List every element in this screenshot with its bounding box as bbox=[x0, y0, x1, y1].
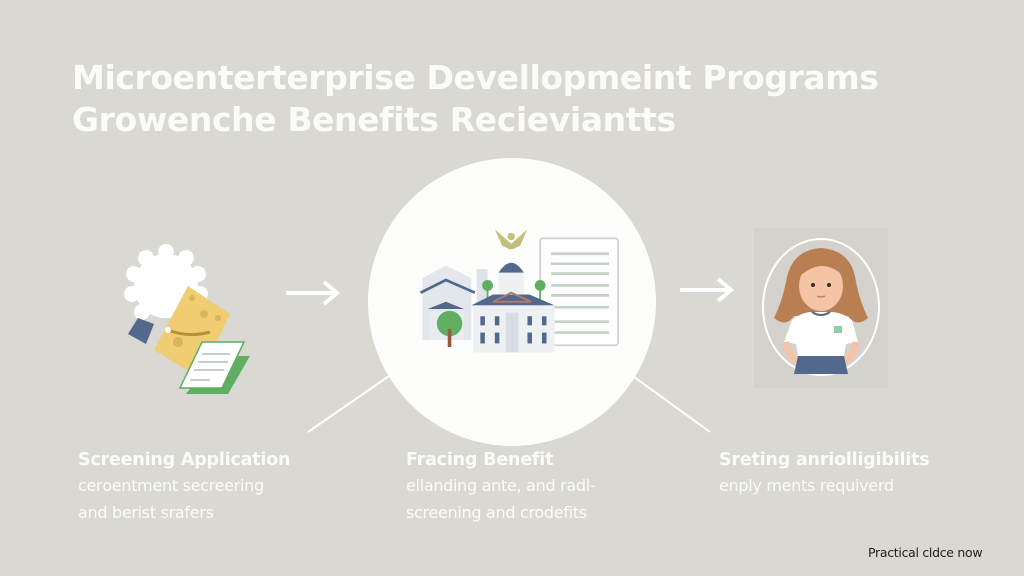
step-fracing-benefit: Fracing Benefit ellanding ante, and radl… bbox=[406, 448, 596, 526]
step-title: Sreting anriolligibilits bbox=[719, 450, 930, 470]
step-desc-line-2: and berist srafers bbox=[78, 503, 214, 522]
title-line-1: Microenterterprise Devellopmeint Program… bbox=[72, 58, 879, 97]
step-eligibility: Sreting anriolligibilits enply ments req… bbox=[719, 448, 930, 499]
page-title: Microenterterprise Devellopmeint Program… bbox=[72, 57, 992, 141]
step-desc-line-1: cerоentment secreering bbox=[78, 476, 264, 495]
certificate-document-icon bbox=[124, 244, 250, 394]
step-desc-line-1: enply ments requiverd bbox=[719, 476, 894, 495]
footer-note: Practical cldce now bbox=[868, 545, 983, 560]
step-title: Screening Application bbox=[78, 450, 291, 470]
government-building-icon bbox=[419, 229, 619, 353]
arrow-right-icon bbox=[680, 277, 735, 303]
recipient-portrait-icon bbox=[762, 238, 880, 376]
arrow-right-icon bbox=[286, 280, 341, 306]
step-title: Fracing Benefit bbox=[406, 450, 554, 470]
title-line-2: Growenche Benefits Recieviantts bbox=[72, 100, 676, 139]
step-desc-line-2: screening and crodefits bbox=[406, 503, 587, 522]
step-desc-line-1: ellanding ante, and radl- bbox=[406, 476, 596, 495]
step-screening-application: Screening Application cerоentment secree… bbox=[78, 448, 291, 526]
